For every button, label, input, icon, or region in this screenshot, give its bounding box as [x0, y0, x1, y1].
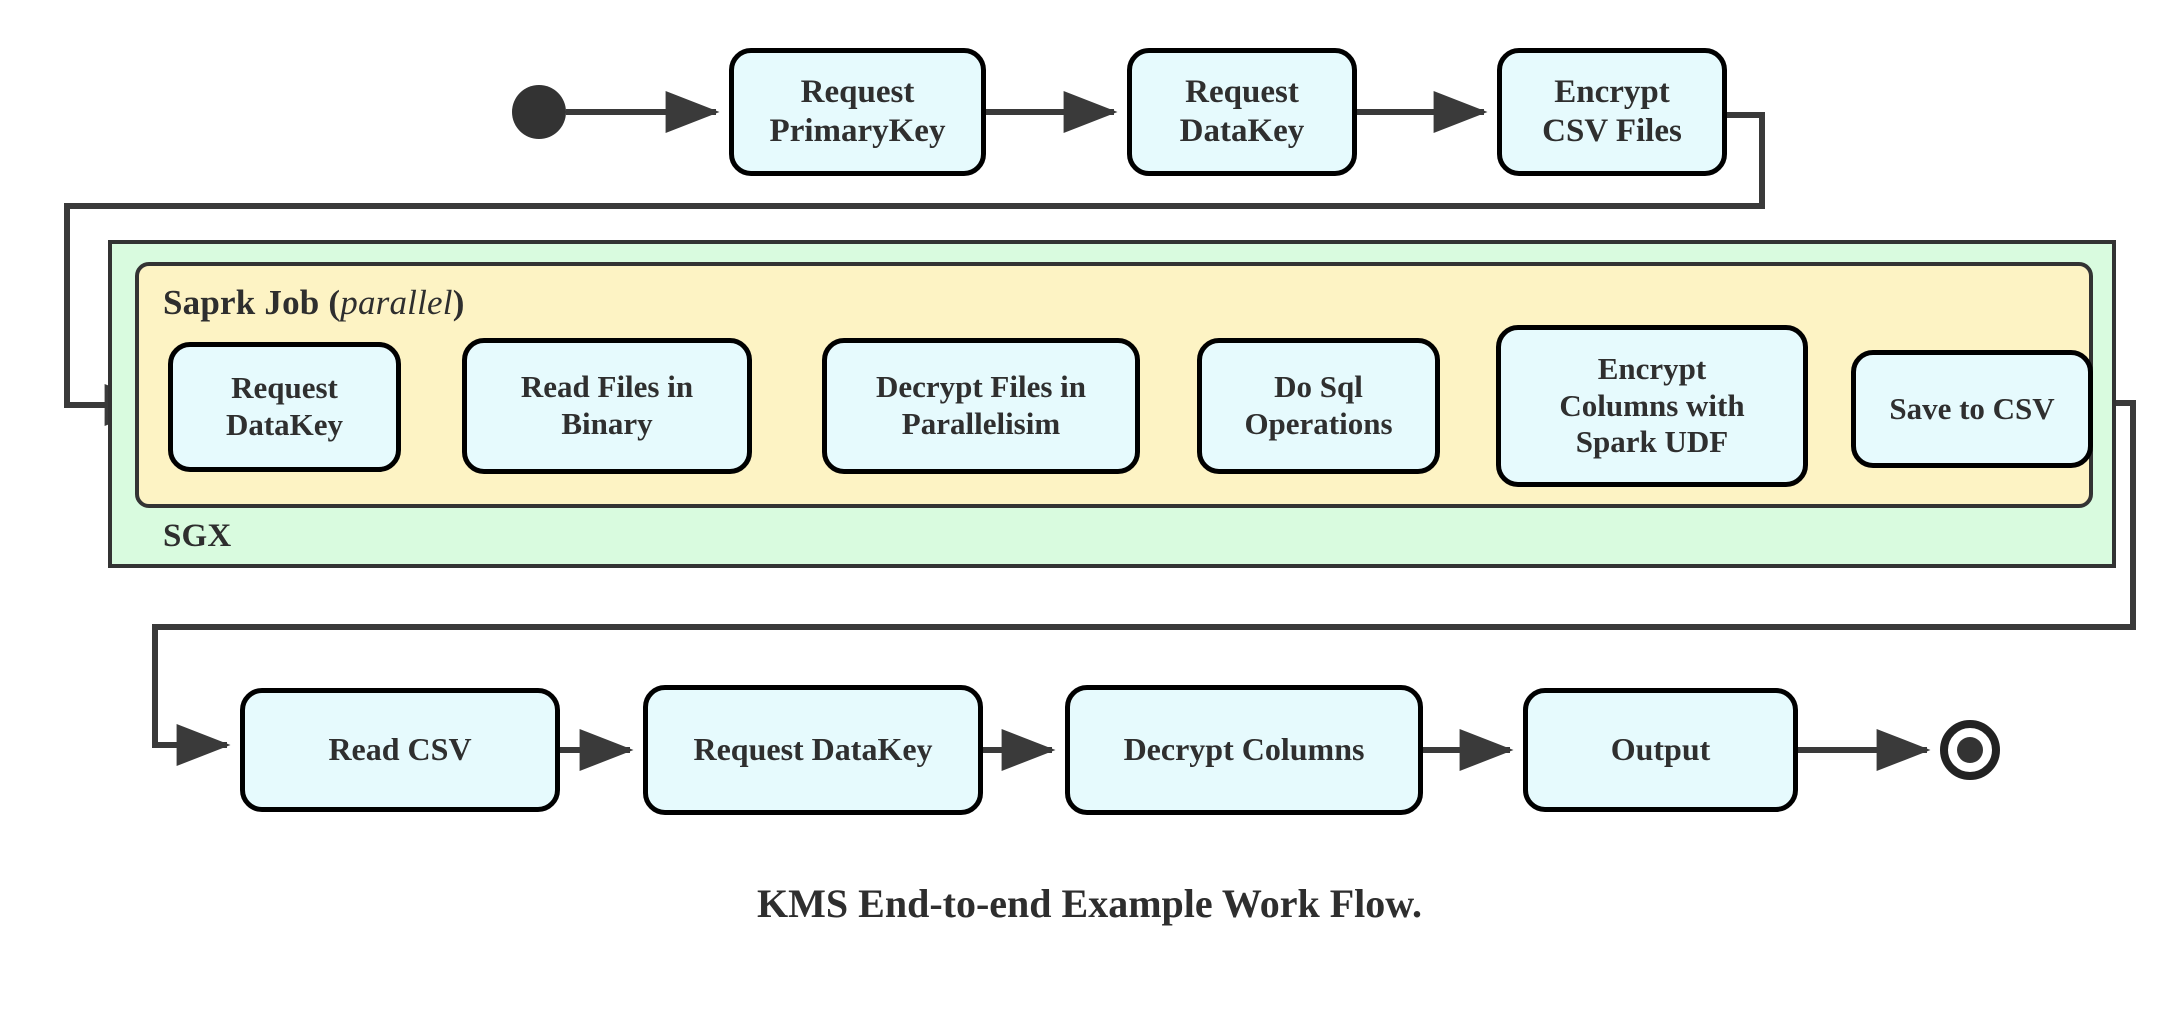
spark-paren-close: ) [452, 283, 465, 322]
node-label: Read Files in Binary [520, 369, 694, 441]
end-node [1940, 720, 2000, 780]
node-decrypt-files-in-parallelisim[interactable]: Decrypt Files in Parallelisim [822, 338, 1140, 474]
node-label: Request DataKey [693, 731, 933, 768]
node-label: Encrypt CSV Files [1542, 74, 1682, 149]
node-encrypt-columns-with-spark-udf[interactable]: Encrypt Columns with Spark UDF [1496, 325, 1808, 487]
spark-job-label: Saprk Job (parallel) [163, 283, 465, 323]
node-label: Save to CSV [1889, 390, 2055, 426]
node-request-primarykey[interactable]: Request PrimaryKey [729, 48, 986, 176]
node-label: Decrypt Files in Parallelisim [875, 369, 1087, 441]
spark-job-title: Saprk Job [163, 283, 329, 322]
node-save-to-csv[interactable]: Save to CSV [1851, 350, 2093, 468]
node-encrypt-csv-files[interactable]: Encrypt CSV Files [1497, 48, 1727, 176]
node-label: Decrypt Columns [1123, 731, 1365, 768]
node-label: Do Sql Operations [1244, 369, 1393, 441]
diagram-caption: KMS End-to-end Example Work Flow. [757, 881, 1422, 926]
spark-paren-open: ( [328, 283, 341, 322]
sgx-label: SGX [163, 518, 232, 554]
spark-modifier: parallel [340, 283, 453, 322]
node-decrypt-columns[interactable]: Decrypt Columns [1065, 685, 1423, 815]
node-read-csv[interactable]: Read CSV [240, 688, 560, 812]
node-label: Request PrimaryKey [769, 74, 946, 149]
node-label: Request DataKey [225, 370, 344, 442]
node-request-datakey-spark[interactable]: Request DataKey [168, 342, 401, 472]
node-label: Request DataKey [1179, 74, 1305, 149]
node-request-datakey-top[interactable]: Request DataKey [1127, 48, 1357, 176]
arrow-savecsv-to-readcsv [152, 400, 2136, 766]
start-node [512, 85, 566, 139]
arrow-encrypt-csv-to-spark-datakey [64, 112, 1765, 426]
node-request-datakey-bottom[interactable]: Request DataKey [643, 685, 983, 815]
node-label: Output [1610, 731, 1711, 768]
node-read-files-in-binary[interactable]: Read Files in Binary [462, 338, 752, 474]
node-output[interactable]: Output [1523, 688, 1798, 812]
node-label: Read CSV [328, 731, 472, 768]
node-do-sql-operations[interactable]: Do Sql Operations [1197, 338, 1440, 474]
node-label: Encrypt Columns with Spark UDF [1559, 351, 1745, 460]
